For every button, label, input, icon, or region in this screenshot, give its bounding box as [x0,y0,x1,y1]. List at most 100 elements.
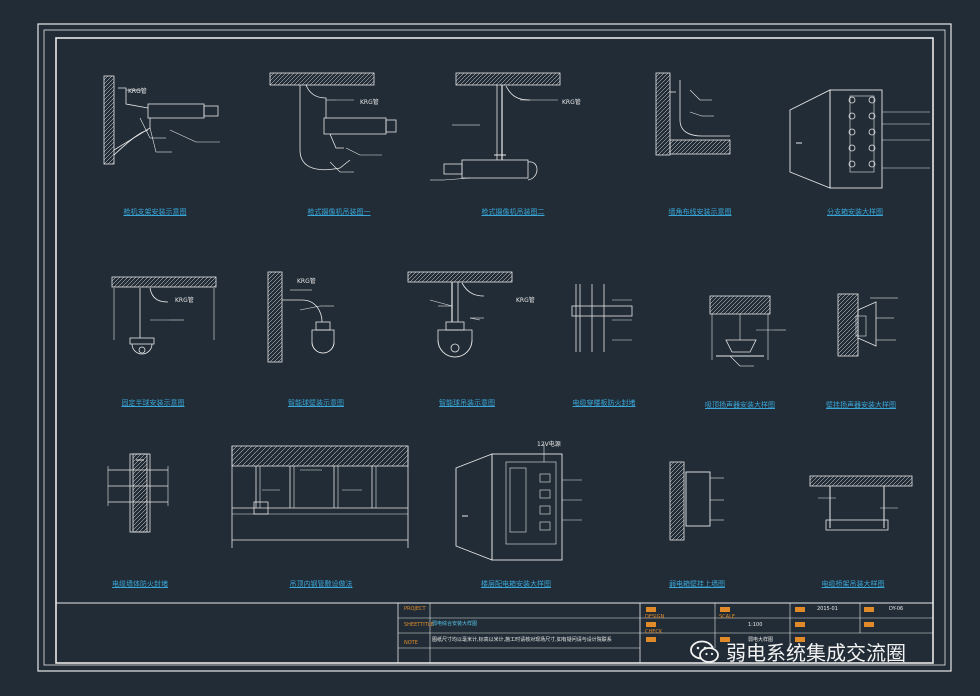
cad-mark-417 [132,507,148,523]
cad-mark-391 [855,315,867,337]
cad-mark-402 [132,453,142,463]
cad-mark-536 [827,475,839,487]
cad-mark-31 [103,93,115,105]
cad-mark-70 [285,72,299,86]
cad-mark-84 [341,72,355,86]
cad-mark-107 [455,72,469,86]
cad-mark-278 [269,349,283,363]
cad-mark-72 [293,72,307,86]
cad-mark-463 [376,445,398,467]
cad-mark-48 [111,161,115,165]
cad-mark-409 [132,475,148,491]
cad-mark-33 [103,101,115,113]
cad-mark-235 [177,276,189,288]
cad-mark-532 [811,475,823,487]
cad-mark-151 [655,74,671,90]
cad-mark-465 [386,445,408,467]
cad-mark-390 [857,301,877,347]
cad-mark-291 [407,271,413,277]
cad-mark-282 [315,321,331,331]
cad-mark-83 [337,72,351,86]
cad-mark-399 [132,453,148,533]
cad-mark-254 [267,271,283,363]
cad-mark-422 [142,527,148,533]
cad-mark-292 [407,271,417,281]
cad-mark-168 [657,142,671,156]
label-krg-1: KRG管 [128,88,147,95]
cad-mark-300 [437,271,449,283]
cad-mark-374 [837,293,859,315]
cad-mark-182 [695,139,711,155]
cad-mark-162 [655,118,671,134]
cad-mark-66 [269,72,283,86]
cad-mark-257 [267,271,277,281]
cad-mark-161 [655,114,671,130]
cad-mark-539 [839,475,851,487]
cad-mark-416 [132,503,148,519]
cad-mark-445 [286,445,308,467]
cad-mark-325 [450,343,460,353]
caption-1: 枪机支架安装示意图 [123,208,187,216]
cad-mark-418 [132,511,148,527]
cad-mark-388 [851,349,859,357]
cad-mark-458 [351,445,373,467]
tb-scale-value: 1:100 [748,622,763,628]
cad-mark-120 [507,72,521,86]
cad-mark-240 [197,276,209,288]
cad-mark-176 [671,139,687,155]
label-krg-5: KRG管 [297,278,316,285]
cad-mark-121 [511,72,525,86]
cad-mark-358 [767,311,771,315]
cad-mark-219 [113,276,125,288]
cad-mark-508 [669,475,685,491]
cad-mark-504 [669,461,683,475]
cad-mark-205 [868,128,876,136]
cad-mark-405 [132,459,148,475]
cad-mark-137 [443,163,463,175]
cad-mark-236 [181,276,193,288]
cad-mark-533 [815,475,827,487]
cad-mark-295 [417,271,429,283]
cad-mark-29 [103,85,115,97]
cad-mark-0 [37,23,952,672]
cad-mark-531 [809,475,819,485]
cad-mark-413 [132,491,148,507]
cad-mark-221 [121,276,133,288]
cad-mark-201 [868,96,876,104]
cad-mark-433 [231,445,248,462]
cad-mark-304 [453,271,465,283]
cad-mark-351 [739,295,759,315]
cad-mark-93 [305,84,327,118]
cad-mark-303 [449,271,461,283]
cad-mark-347 [723,295,743,315]
caption-12: 电缆墙体防火封堵 [112,580,168,588]
cad-mark-153 [655,82,671,98]
cad-mark-241 [201,276,213,288]
cad-mark-1 [43,29,946,666]
cad-mark-376 [837,301,859,323]
cad-mark-449 [306,445,328,467]
cad-mark-207 [868,144,876,152]
cad-mark-404 [132,455,148,471]
cad-mark-95 [385,119,397,133]
cad-mark-547 [871,475,883,487]
cad-mark-543 [855,475,867,487]
cad-mark-30 [103,89,115,101]
cad-mark-460 [361,445,383,467]
cad-mark-264 [267,293,283,309]
cad-mark-49 [147,103,205,119]
cad-mark-266 [267,301,283,317]
cad-mark-448 [301,445,323,467]
cad-mark-47 [107,157,115,165]
cad-mark-149 [655,72,665,82]
cad-mark-62 [269,72,375,86]
cad-mark-160 [655,110,671,126]
caption-7: 智能球壁装示意图 [288,399,344,407]
tb-design-label: DESIGN [645,614,665,620]
cad-mark-217 [111,276,117,282]
cad-mark-507 [669,471,685,487]
cad-mark-167 [655,138,671,154]
cad-mark-204 [848,128,856,136]
cad-mark-461 [366,445,388,467]
cad-mark-436 [241,445,263,467]
